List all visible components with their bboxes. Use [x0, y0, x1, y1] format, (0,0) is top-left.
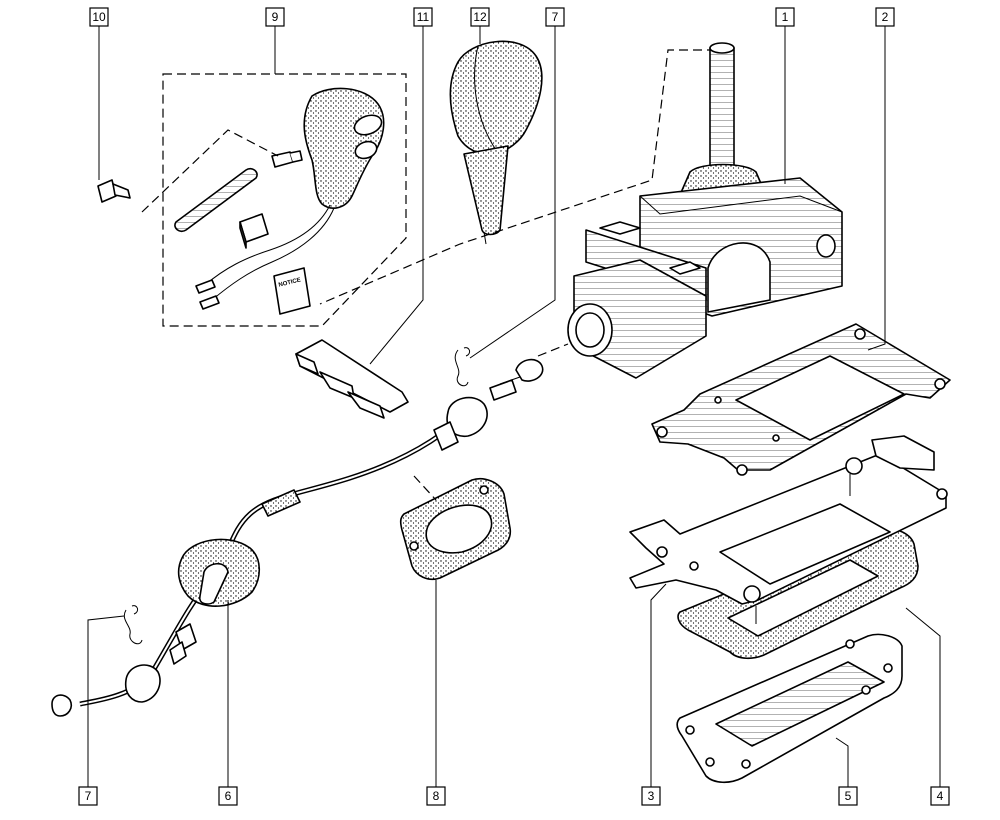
clip-part-11 [295, 339, 409, 419]
callout-10: 10 [89, 7, 109, 27]
callout-9: 9 [265, 7, 285, 27]
callout-9-label: 9 [272, 10, 279, 24]
callout-8: 8 [426, 786, 446, 806]
callout-3-label: 3 [648, 789, 655, 803]
knob-kit-group: NOTICE [141, 73, 407, 327]
selector-housing-part-1 [537, 42, 843, 379]
callout-7-top-label: 7 [552, 10, 559, 24]
callout-2-label: 2 [882, 10, 889, 24]
callout-4: 4 [930, 786, 950, 806]
leader-lines [87, 25, 941, 787]
bracket-plate-part-2 [651, 323, 951, 476]
wire-terminal-2 [199, 295, 220, 310]
callout-5: 5 [838, 786, 858, 806]
sleeve-tube [174, 167, 258, 233]
callout-2: 2 [875, 7, 895, 27]
callout-10-label: 10 [92, 10, 106, 24]
callout-11: 11 [413, 7, 433, 27]
callout-1: 1 [775, 7, 795, 27]
callout-7-bottom-label: 7 [85, 789, 92, 803]
callout-3: 3 [641, 786, 661, 806]
clip-part-7a [454, 347, 471, 387]
gasket-part-8 [399, 475, 512, 581]
cable-assembly-part-6 [51, 358, 544, 717]
mounting-bracket-part-3 [629, 435, 948, 624]
notice-booklet [273, 267, 311, 315]
callout-4-label: 4 [937, 789, 944, 803]
callout-8-label: 8 [433, 789, 440, 803]
gasket-frame-part-4 [677, 528, 919, 660]
callout-11-label: 11 [417, 10, 430, 24]
notice-label: NOTICE [278, 277, 301, 288]
callout-7-bottom: 7 [78, 786, 98, 806]
callout-12-label: 12 [473, 10, 487, 24]
callout-6-label: 6 [225, 789, 232, 803]
shift-knob-part-12 [449, 40, 543, 245]
clip-part-7b [123, 605, 143, 645]
callout-5-label: 5 [845, 789, 852, 803]
screw-part-10 [97, 179, 131, 203]
callout-1-label: 1 [782, 10, 789, 24]
wire-terminal-1 [195, 279, 216, 294]
callout-7-top: 7 [545, 7, 565, 27]
bottom-plate-part-5 [676, 633, 903, 784]
callout-6: 6 [218, 786, 238, 806]
callout-12: 12 [470, 7, 490, 27]
